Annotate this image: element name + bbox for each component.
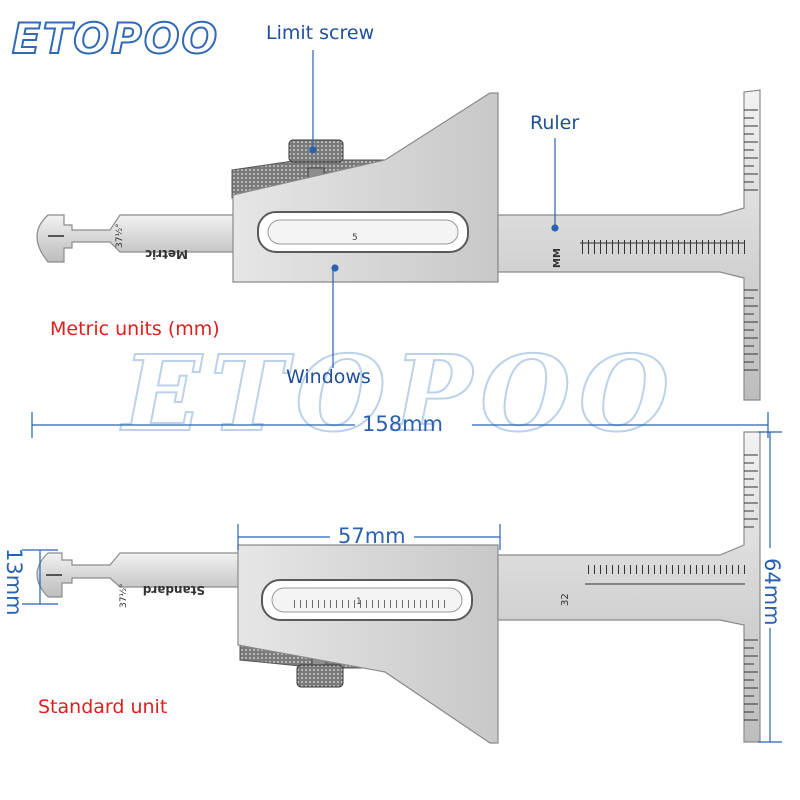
standard-angle-engraving: 37½° — [119, 583, 129, 608]
metric-caption: Metric units (mm) — [50, 318, 220, 340]
windows-label: Windows — [286, 366, 371, 388]
brand-logo: ETOPOO — [11, 13, 220, 64]
ruler-height-dimension — [758, 431, 782, 743]
head-height-dimension-label: 13mm — [2, 548, 26, 616]
metric-unit-engraving: MM — [552, 248, 563, 268]
ruler-dot — [551, 224, 559, 232]
brand-watermark: ETOPOO — [122, 331, 678, 456]
limit-screw-dot — [309, 146, 317, 154]
metric-name-engraving: Metric — [145, 247, 188, 261]
metric-window-number: 5 — [352, 233, 358, 243]
standard-rod — [36, 552, 241, 598]
body-width-dimension — [237, 524, 501, 550]
length-dimension-label: 158mm — [362, 412, 443, 436]
standard-caption: Standard unit — [38, 696, 168, 718]
metric-angle-engraving: 37½° — [115, 223, 125, 248]
metric-gauge: 37½° Metric MM 5 — [36, 89, 761, 401]
metric-callouts — [309, 50, 559, 368]
windows-dot — [331, 264, 339, 272]
standard-window-number: 1 — [356, 597, 362, 607]
body-width-dimension-label: 57mm — [338, 524, 406, 548]
metric-rod — [36, 214, 241, 263]
length-dimension — [31, 412, 769, 438]
ruler-label: Ruler — [530, 112, 580, 134]
head-height-dimension — [22, 549, 58, 605]
standard-unit-engraving: 32 — [560, 593, 571, 606]
limit-screw-label: Limit screw — [266, 22, 375, 44]
ruler-height-dimension-label: 64mm — [760, 558, 784, 626]
standard-name-engraving: Standard — [143, 583, 205, 597]
